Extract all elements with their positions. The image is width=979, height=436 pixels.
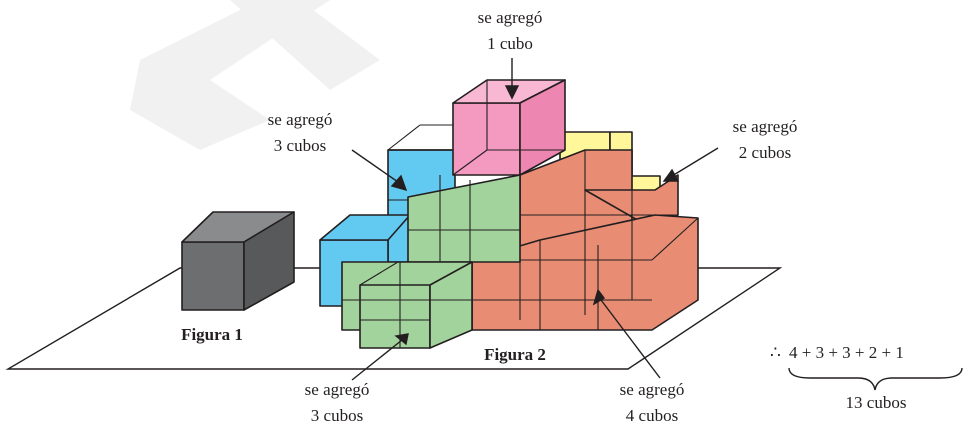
bottom-left-label-line2: 3 cubos (311, 406, 363, 425)
right-label-line1: se agregó (733, 117, 798, 136)
ground-plane (5, 267, 783, 370)
bottom-right-label-line2: 4 cubos (626, 406, 678, 425)
sum-expression: 4 + 3 + 3 + 2 + 1 (789, 343, 904, 362)
right-label-line2: 2 cubos (739, 143, 791, 162)
therefore-symbol: ∴ (770, 343, 781, 362)
conclusion: ∴ 4 + 3 + 3 + 2 + 1 13 cubos (770, 343, 963, 412)
total-cubes: 13 cubos (846, 393, 907, 412)
figura-2-label: Figura 2 (484, 345, 546, 364)
left-label-line2: 3 cubos (274, 136, 326, 155)
figura-2-stack (319, 79, 699, 349)
top-label-line1: se agregó (478, 8, 543, 27)
left-label-line1: se agregó (268, 110, 333, 129)
top-label-line2: 1 cubo (487, 34, 533, 53)
figura-1-label: Figura 1 (181, 325, 243, 344)
watermark (130, 0, 380, 150)
bottom-right-label-line1: se agregó (620, 380, 685, 399)
sum-brace (788, 367, 963, 391)
labels: se agregó 1 cubo se agregó 3 cubos se ag… (181, 8, 797, 425)
arrows (351, 58, 719, 381)
bottom-left-label-line1: se agregó (305, 380, 370, 399)
figura-1-cube (181, 211, 320, 311)
